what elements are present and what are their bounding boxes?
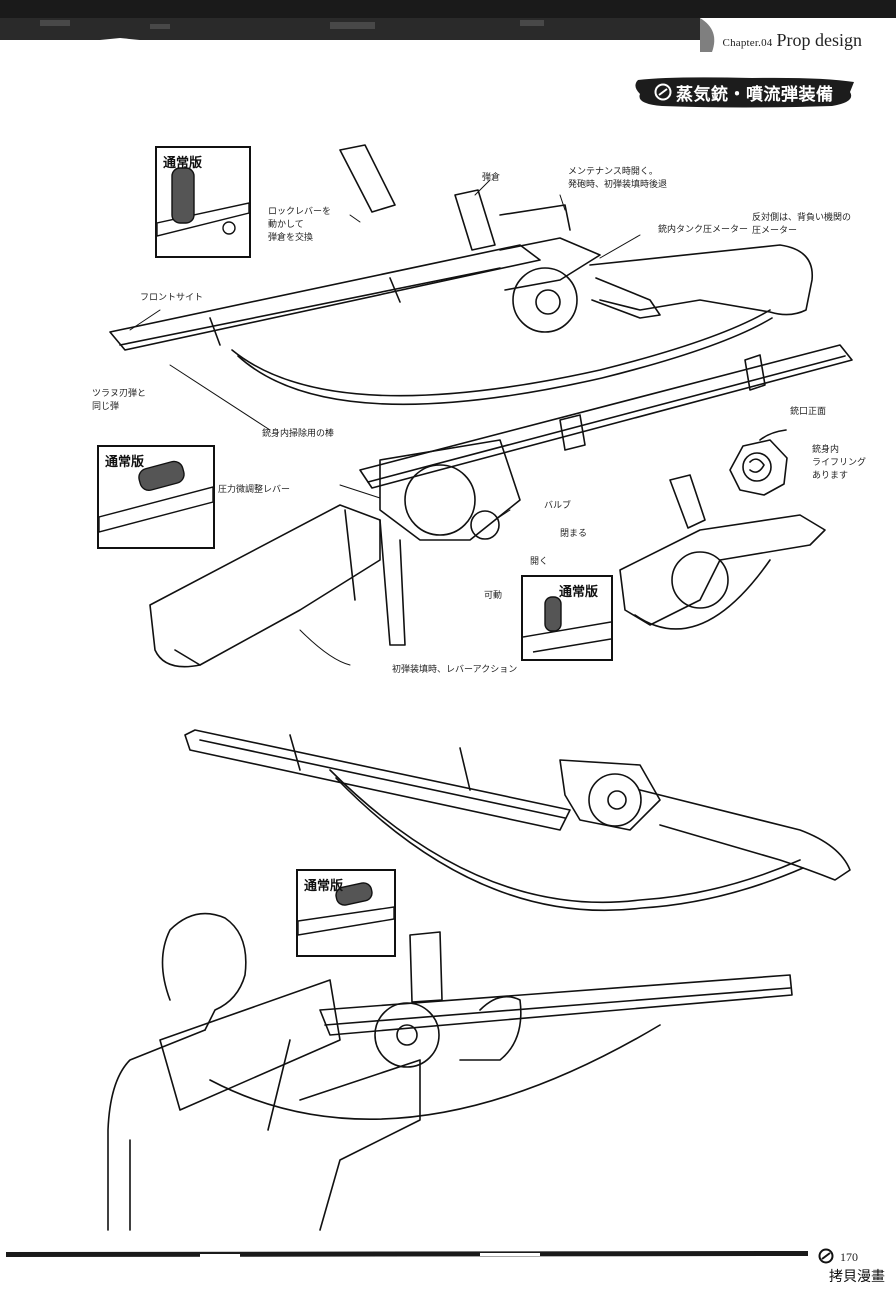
note-pressure-dial: 圧力微調整レバー [218, 485, 291, 495]
inset-standard-version-4: 通常版 [296, 869, 396, 957]
note-maintenance: メンテナンス時開く。 発砲時、初弾装填時後退 [568, 167, 668, 190]
inset-detail-drawing [523, 596, 611, 653]
section-title: 蒸気銃・噴流弾装備 [676, 85, 834, 105]
rifle-lower-view [184, 729, 851, 912]
inset-label: 通常版 [304, 879, 344, 894]
note-open: 開く [530, 557, 549, 567]
note-front-sight: フロントサイト [140, 293, 204, 303]
page-number: 170 [840, 1250, 858, 1264]
note-pressure-meter-side: 銃内タンク圧メーター [658, 225, 749, 235]
inset-label: 通常版 [105, 455, 145, 470]
rifle-middle-view [149, 344, 853, 668]
rifle-foreshortened-view [619, 474, 826, 630]
watermark: 拷貝漫畫 [826, 1265, 888, 1287]
chapter-title: Prop design [776, 30, 863, 50]
footer-brush-band [6, 1251, 808, 1257]
annotation-leader-lines [129, 179, 641, 666]
inset-standard-version-1: 通常版 [155, 146, 251, 258]
note-magazine: 弾倉 [482, 173, 501, 183]
person-aiming-figure [107, 912, 793, 1231]
muzzle-front-diagram [729, 429, 788, 496]
note-lock-lever: ロックレバーを 動かして 弾倉を交換 [268, 207, 332, 243]
chapter-prefix: Chapter.04 [722, 37, 773, 49]
note-movable: 可動 [484, 591, 503, 601]
note-close: 閉まる [560, 529, 588, 539]
inset-detail-drawing [298, 882, 394, 936]
inset-detail-drawing [99, 460, 213, 533]
rifle-top-view [109, 144, 813, 406]
inset-detail-drawing [157, 167, 249, 237]
section-title-banner [635, 77, 854, 108]
note-muzzle-front: 銃口正面 [790, 407, 827, 417]
inset-standard-version-2: 通常版 [97, 445, 215, 549]
note-cleaning-rod: 銃身内掃除用の棒 [262, 429, 335, 439]
header-brush-band [0, 0, 896, 52]
gear-emblem-icon [654, 83, 672, 101]
inset-label: 通常版 [163, 156, 203, 171]
note-tsurasu-round: ツラヌ刃弾と 同じ弾 [92, 389, 147, 412]
inset-standard-version-3: 通常版 [521, 575, 613, 661]
note-first-load: 初弾装填時、レバーアクション [392, 665, 518, 675]
note-pressure-meter-opposite: 反対側は、背負い機関の 圧メーター [752, 213, 852, 236]
note-rifling: 銃身内 ライフリング あります [812, 445, 867, 481]
note-valve: バルブ [544, 501, 572, 511]
gear-emblem-icon [818, 1248, 834, 1264]
inset-label: 通常版 [559, 585, 599, 600]
